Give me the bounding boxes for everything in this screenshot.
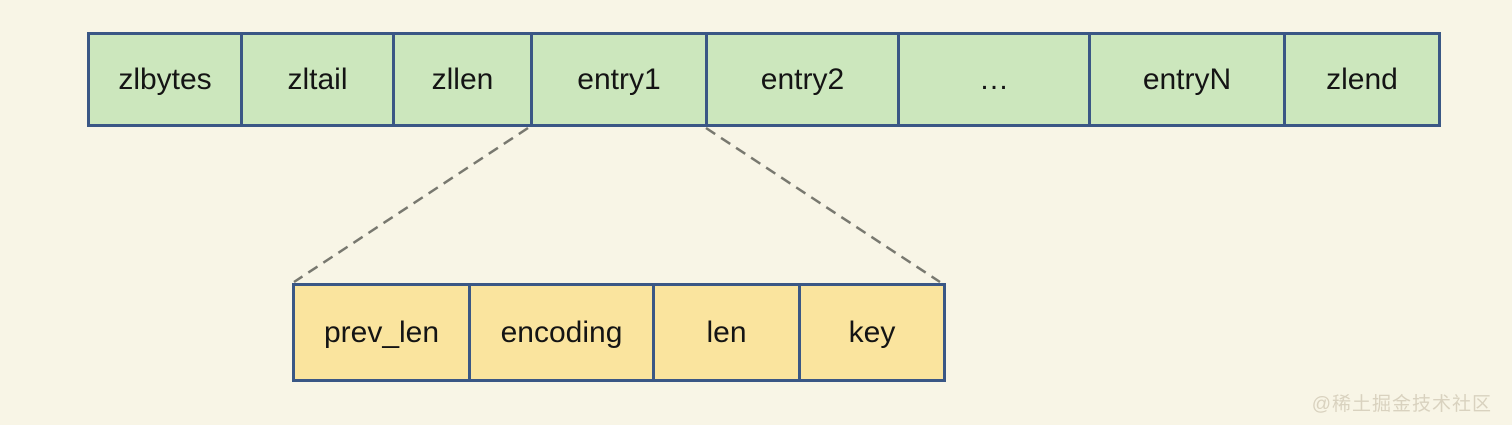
cell-zlbytes: zlbytes — [87, 32, 243, 127]
cell-entryN: entryN — [1088, 32, 1286, 127]
cell-zllen: zllen — [392, 32, 533, 127]
cell-zltail: zltail — [240, 32, 395, 127]
cell-len: len — [652, 283, 801, 382]
cell-prev-len: prev_len — [292, 283, 471, 382]
connector-line-left — [293, 126, 529, 284]
cell-entry1: entry1 — [530, 32, 708, 127]
cell-key: key — [798, 283, 946, 382]
cell-zlend: zlend — [1283, 32, 1441, 127]
watermark: @稀土掘金技术社区 — [1311, 394, 1492, 415]
ziplist-header-row: zlbytes zltail zllen entry1 entry2 … ent… — [87, 32, 1441, 127]
cell-entry2: entry2 — [705, 32, 900, 127]
connector-line-right — [705, 126, 941, 284]
cell-ellipsis: … — [897, 32, 1091, 127]
entry-detail-row: prev_len encoding len key — [292, 283, 946, 382]
cell-encoding: encoding — [468, 283, 655, 382]
